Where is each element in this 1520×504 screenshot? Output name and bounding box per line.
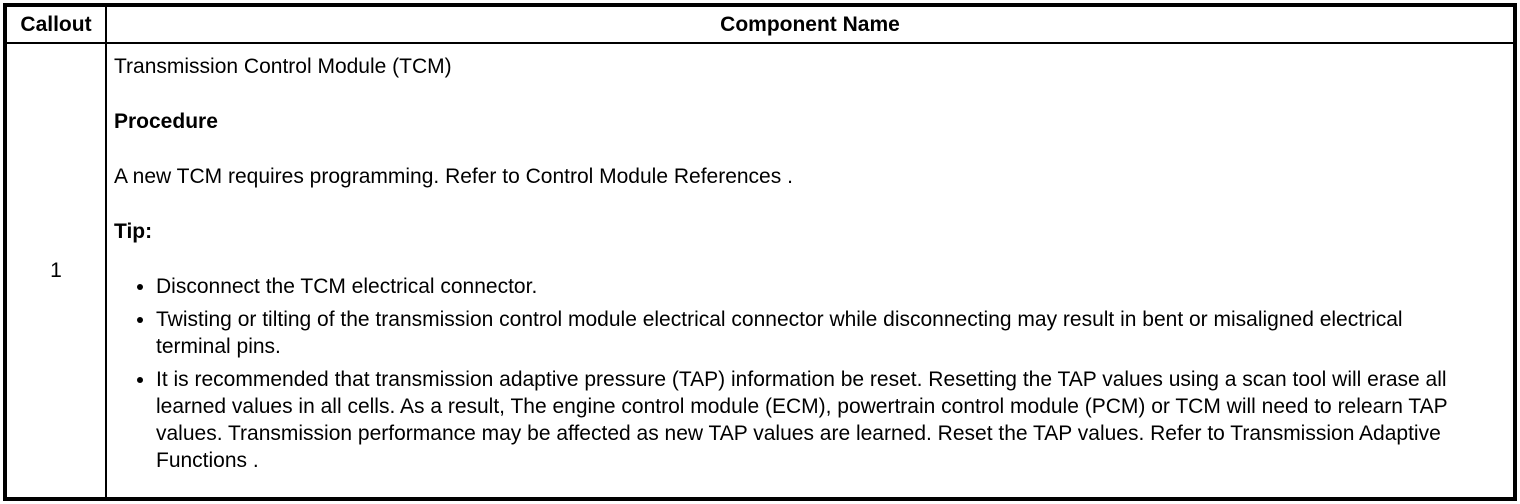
table-body: 1 Transmission Control Module (TCM) Proc… [4,42,1516,500]
table-row: 1 Transmission Control Module (TCM) Proc… [4,42,1516,500]
tip-item: Disconnect the TCM electrical connector. [156,273,1459,300]
component-title: Transmission Control Module (TCM) [114,55,452,78]
table-header-row: Callout Component Name [4,4,1516,44]
procedure-heading: Procedure [114,110,218,133]
callout-number: 1 [4,42,107,500]
procedure-text: A new TCM requires programming. Refer to… [114,165,793,188]
tip-list: Disconnect the TCM electrical connector.… [114,273,1459,474]
component-description-cell: Transmission Control Module (TCM) Proced… [105,42,1516,500]
tip-heading: Tip: [114,220,153,243]
component-name-column-header: Component Name [105,4,1516,44]
tip-item: It is recommended that transmission adap… [156,366,1459,474]
tip-item: Twisting or tilting of the transmission … [156,306,1459,360]
component-table: Callout Component Name 1 Transmission Co… [3,3,1517,501]
callout-column-header: Callout [4,4,107,44]
